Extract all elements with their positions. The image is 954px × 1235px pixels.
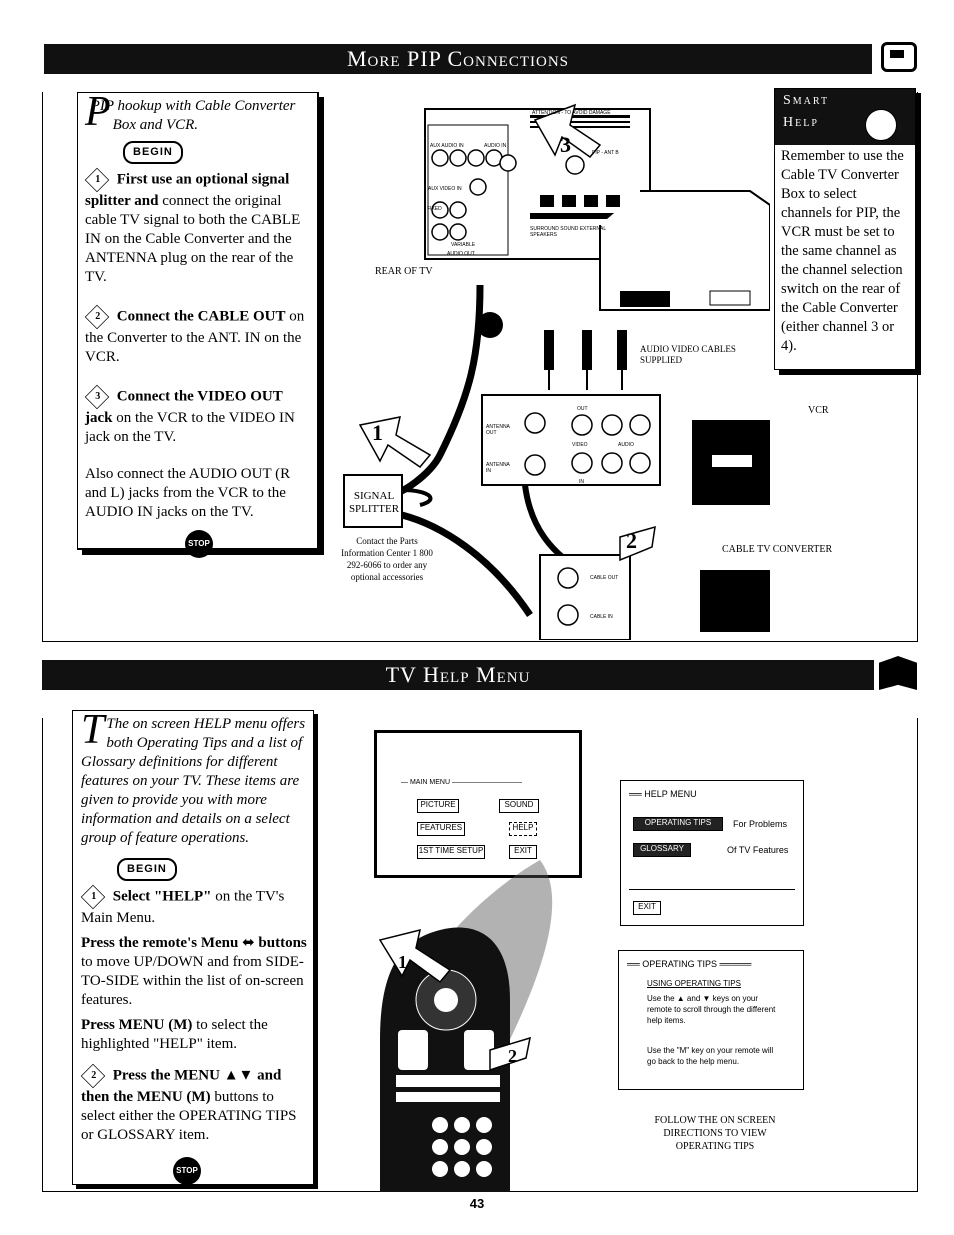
help-item-operating-tips[interactable]: OPERATING TIPS — [633, 817, 723, 831]
smart-help-text: Remember to use the Cable TV Converter B… — [781, 148, 904, 354]
smart-help-title-2: Help — [783, 115, 819, 130]
remote-pip-label: PIP — [402, 1092, 420, 1104]
lightbulb-icon — [865, 109, 897, 141]
page-number: 43 — [469, 1196, 485, 1211]
help-banner: TV Help Menu — [42, 660, 874, 690]
antenna-in-label: ANTENNA IN — [486, 462, 510, 474]
step-1-text: connect the original cable TV signal to … — [85, 193, 301, 285]
vcr-out-label: OUT — [577, 406, 588, 412]
variable-label: VARIABLE — [451, 242, 476, 248]
step-3-badge: 3 — [84, 384, 110, 410]
signal-splitter-label: SIGNAL SPLITTER — [348, 490, 400, 515]
menu-item-exit[interactable]: EXIT — [509, 845, 537, 859]
pip-instructions-panel: P PIP hookup with Cable Converter Box an… — [77, 91, 319, 558]
arrow-keys-icon: ⬌ — [242, 935, 255, 951]
help-menu-screen: ══ HELP MENU OPERATING TIPS For Problems… — [620, 780, 804, 926]
help-step-2-badge: 2 — [80, 1063, 106, 1089]
vcr-label: VCR — [808, 405, 829, 416]
aux-audio-in-label: AUX AUDIO IN — [430, 143, 464, 149]
vcr-in-label: IN — [579, 479, 584, 485]
help-step-2-text: buttons to select either the OPERATING T… — [81, 1089, 297, 1143]
top-banner: More PIP Connections — [44, 44, 872, 74]
operating-tips-bullet-1: Use the ▲ and ▼ keys on your remote to s… — [647, 994, 776, 1025]
step-2-bold: Connect the CABLE OUT — [116, 308, 286, 325]
help-item-exit[interactable]: EXIT — [633, 901, 661, 915]
help-intro: The on screen HELP menu offers both Oper… — [81, 716, 306, 846]
help-step-1-text: on the TV's Main Menu. — [81, 888, 285, 926]
step-2-text: on the Converter to the ANT. IN on the V… — [85, 308, 305, 365]
begin-badge: BEGIN — [123, 141, 183, 164]
rear-of-tv-label: REAR OF TV — [375, 266, 433, 277]
pip-connection-diagram — [343, 103, 770, 640]
vcr-audio-label: AUDIO — [618, 442, 634, 448]
pip-ant-b-label: PIP - ANT B — [592, 150, 619, 156]
help-para2-bold2: buttons — [258, 935, 307, 951]
aux-video-in-label: AUX VIDEO IN — [428, 186, 462, 192]
fixed-label: FIXED — [427, 206, 442, 212]
parts-info-label: Contact the Parts Information Center 1 8… — [341, 536, 433, 582]
help-instructions-panel: T The on screen HELP menu offers both Op… — [72, 709, 314, 1185]
step-2-badge: 2 — [84, 304, 110, 330]
help-para2-bold: Press the remote's Menu — [81, 935, 239, 951]
help-step-1-bold: Select "HELP" — [112, 888, 212, 905]
operating-tips-title: OPERATING TIPS — [642, 959, 717, 969]
help-para2-text: to move UP/DOWN and from SIDE-TO-SIDE wi… — [81, 954, 304, 1008]
cable-out-label: CABLE OUT — [590, 575, 619, 581]
antenna-out-label: ANTENNA OUT — [486, 424, 510, 436]
callout-3: 3 — [560, 132, 571, 157]
smart-help-title-1: Smart — [783, 93, 830, 108]
help-para3-text: to select the highlighted "HELP" item. — [81, 1017, 268, 1052]
menu-item-features[interactable]: FEATURES — [417, 822, 465, 836]
remote-callout-1: 1 — [398, 952, 407, 972]
step-1-bold: First use an optional signal splitter an… — [85, 171, 290, 209]
attention-label: ATTENTION - TO AVOID DAMAGE — [532, 110, 611, 116]
callout-1: 1 — [372, 420, 383, 445]
help-banner-title: TV Help Menu — [385, 662, 531, 687]
help-stop-sign: STOP — [173, 1157, 201, 1185]
menu-item-sound[interactable]: SOUND — [499, 799, 539, 813]
remote-control — [378, 860, 553, 1192]
pip-heading: PIP hookup with Cable Converter Box and … — [90, 98, 296, 133]
help-menu-title: HELP MENU — [644, 789, 697, 799]
cable-tv-converter-label: CABLE TV CONVERTER — [722, 544, 833, 555]
vcr-video-label: VIDEO — [572, 442, 588, 448]
menu-item-first-time-setup[interactable]: 1ST TIME SETUP — [417, 845, 485, 859]
help-step-1-badge: 1 — [80, 884, 106, 910]
stop-sign: STOP — [185, 530, 213, 558]
operating-tips-screen: ══ OPERATING TIPS ═════ USING OPERATING … — [618, 950, 804, 1090]
menu-item-picture[interactable]: PICTURE — [417, 799, 459, 813]
cable-in-label: CABLE IN — [590, 614, 613, 620]
audio-out-label: AUDIO OUT — [447, 251, 475, 257]
step-3-text: on the VCR to the VIDEO IN jack on the T… — [85, 410, 295, 445]
top-banner-title: More PIP Connections — [346, 46, 570, 71]
tv-icon — [881, 42, 917, 72]
callout-2: 2 — [626, 528, 637, 553]
audio-note: Also connect the AUDIO OUT (R and L) jac… — [85, 466, 291, 520]
main-menu-title: MAIN MENU — [409, 779, 451, 786]
menu-item-help[interactable]: HELP — [509, 822, 537, 836]
help-para3-bold: Press MENU (M) — [81, 1017, 193, 1033]
top-section-frame — [42, 92, 918, 642]
book-icon — [879, 656, 917, 690]
audio-in-label: AUDIO IN — [484, 143, 507, 149]
smart-help-panel: Smart Help Remember to use the Cable TV … — [774, 88, 916, 370]
operating-tips-bullet-2: Use the "M" key on your remote will go b… — [647, 1046, 774, 1066]
help-begin-badge: BEGIN — [117, 858, 177, 881]
follow-directions-label: FOLLOW THE ON SCREEN DIRECTIONS TO VIEW … — [654, 1115, 776, 1152]
step-3-bold: Connect the VIDEO OUT jack — [85, 388, 283, 426]
for-problems-label: For Problems — [733, 819, 788, 829]
main-menu-screen: — MAIN MENU —————————— PICTURE SOUND FEA… — [374, 730, 582, 878]
step-1-badge: 1 — [84, 167, 110, 193]
remote-callout-2: 2 — [508, 1046, 517, 1066]
help-item-glossary[interactable]: GLOSSARY — [633, 843, 691, 857]
operating-tips-subtitle: USING OPERATING TIPS — [647, 979, 741, 988]
help-step-2-bold: Press the MENU ▲▼ and then the MENU (M) — [81, 1067, 282, 1105]
of-tv-features-label: Of TV Features — [727, 845, 789, 855]
surround-label: SURROUND SOUND EXTERNAL SPEAKERS — [530, 226, 606, 238]
audio-video-cables-label: AUDIO VIDEO CABLES SUPPLIED — [640, 344, 736, 365]
